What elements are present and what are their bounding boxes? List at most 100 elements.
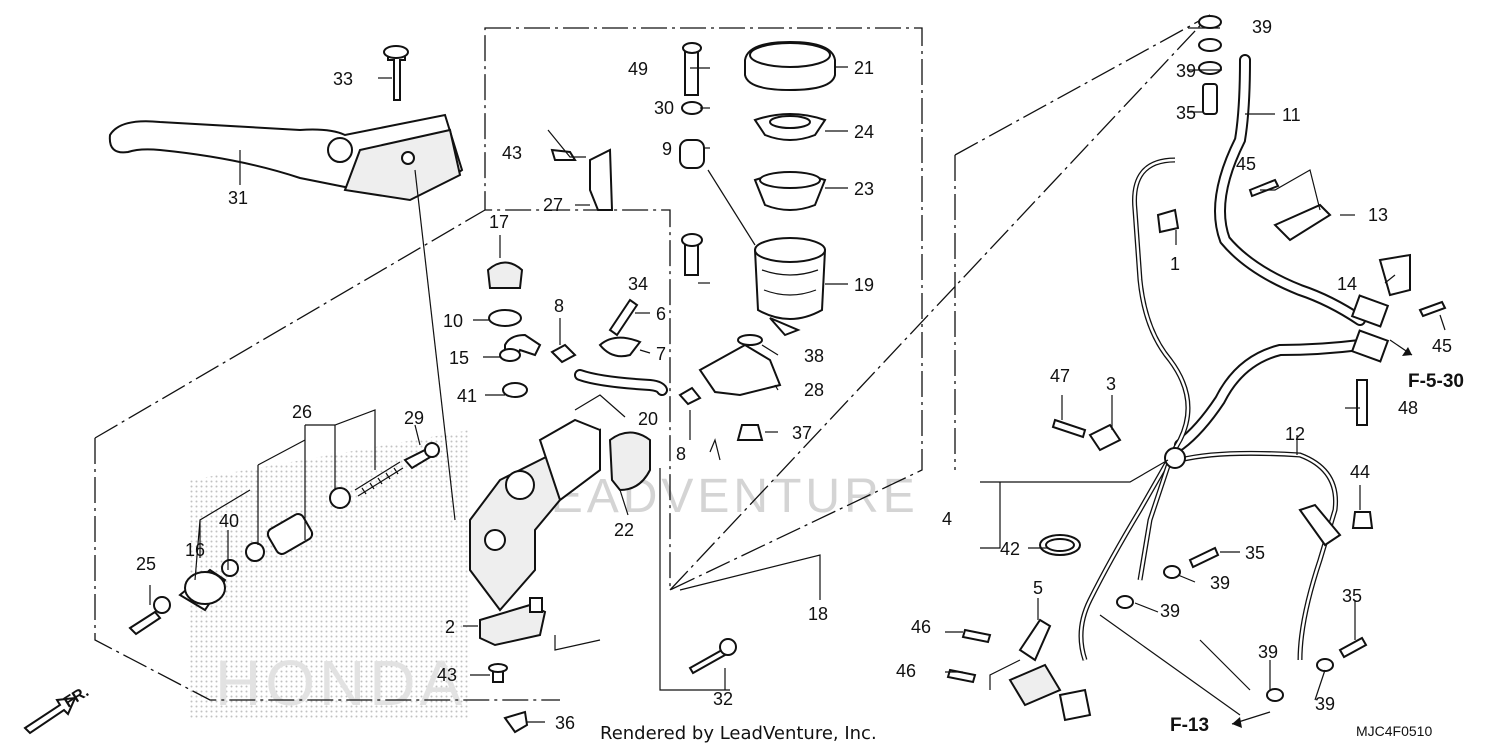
ref-arrow-f530 bbox=[1389, 339, 1413, 356]
upper-brake-hose bbox=[1214, 54, 1366, 326]
ref-label-f530: F-5-30 bbox=[1408, 371, 1464, 392]
callout-6: 6 bbox=[656, 304, 666, 324]
brake-pipes bbox=[1137, 450, 1339, 661]
callout-3: 3 bbox=[1106, 374, 1116, 394]
bracket-27 bbox=[550, 148, 614, 211]
joint-pipe bbox=[499, 333, 542, 362]
holder-bolt bbox=[688, 638, 737, 675]
callout-17: 17 bbox=[489, 212, 509, 232]
brake-lever bbox=[108, 113, 464, 202]
plate bbox=[753, 113, 827, 141]
callout-7: 7 bbox=[656, 344, 666, 364]
callout-32: 32 bbox=[713, 689, 733, 709]
brand-watermark-text: HONDA bbox=[215, 647, 466, 719]
callout-1: 1 bbox=[1170, 254, 1180, 274]
callout-18: 18 bbox=[808, 604, 828, 624]
group-frames bbox=[94, 14, 1211, 701]
callout-2: 2 bbox=[445, 617, 455, 637]
callout-4: 4 bbox=[942, 509, 952, 529]
stay bbox=[698, 343, 782, 397]
callout-28: 28 bbox=[804, 380, 824, 400]
callout-31: 31 bbox=[228, 188, 248, 208]
reservoir-tank bbox=[753, 237, 827, 337]
callout-labels: 1 2 3 4 5 6 7 8 8 8 9 10 11 12 13 14 15 … bbox=[136, 17, 1464, 736]
callout-35-c: 35 bbox=[1342, 586, 1362, 606]
piston-set bbox=[178, 442, 440, 612]
callout-45-a: 45 bbox=[1236, 154, 1256, 174]
fasteners-right bbox=[946, 15, 1447, 702]
brand-watermark: HONDA bbox=[190, 430, 470, 720]
callout-15: 15 bbox=[449, 348, 469, 368]
callout-20: 20 bbox=[638, 409, 658, 429]
callout-44: 44 bbox=[1350, 462, 1370, 482]
abs-sensor-wire bbox=[1078, 157, 1191, 661]
master-cylinder-body bbox=[469, 418, 601, 612]
callout-35-a: 35 bbox=[1176, 103, 1196, 123]
callout-29: 29 bbox=[404, 408, 424, 428]
circlip bbox=[488, 309, 522, 327]
callout-14: 14 bbox=[1337, 274, 1357, 294]
boot bbox=[486, 261, 524, 289]
ref-arrow-f13 bbox=[1231, 711, 1271, 728]
callout-5: 5 bbox=[1033, 578, 1043, 598]
callout-34: 34 bbox=[628, 274, 648, 294]
callout-9: 9 bbox=[662, 139, 672, 159]
callout-23: 23 bbox=[854, 179, 874, 199]
callout-22: 22 bbox=[614, 520, 634, 540]
callout-36: 36 bbox=[555, 713, 575, 733]
callout-26: 26 bbox=[292, 402, 312, 422]
callout-19: 19 bbox=[854, 275, 874, 295]
callout-45-b: 45 bbox=[1432, 336, 1452, 356]
callout-39-b: 39 bbox=[1176, 61, 1196, 81]
reservoir-hose bbox=[574, 369, 668, 396]
screw-43-lower bbox=[488, 663, 508, 683]
lower-brake-hose bbox=[1174, 339, 1366, 451]
callout-13: 13 bbox=[1368, 205, 1388, 225]
callout-46-a: 46 bbox=[911, 617, 931, 637]
callout-27: 27 bbox=[543, 195, 563, 215]
callout-39-c: 39 bbox=[1210, 573, 1230, 593]
callout-30: 30 bbox=[654, 98, 674, 118]
callout-8-b: 8 bbox=[676, 444, 686, 464]
callout-42: 42 bbox=[1000, 539, 1020, 559]
callout-8-a: 8 bbox=[554, 296, 564, 316]
sensor-stay bbox=[1008, 618, 1092, 722]
ref-label-f13: F-13 bbox=[1170, 715, 1209, 736]
hose-joints bbox=[1156, 203, 1411, 547]
o-ring bbox=[502, 382, 528, 398]
caption: Rendered by LeadVenture, Inc. bbox=[600, 723, 877, 744]
callout-40: 40 bbox=[219, 511, 239, 531]
pushrod bbox=[128, 596, 171, 636]
front-arrow: FR. bbox=[23, 683, 92, 735]
callout-39-e: 39 bbox=[1258, 642, 1278, 662]
diaphragm bbox=[753, 171, 827, 211]
switch bbox=[479, 597, 547, 647]
callout-49: 49 bbox=[628, 59, 648, 79]
small-bolts bbox=[679, 42, 764, 441]
reservoir-cap bbox=[744, 40, 836, 92]
callout-21: 21 bbox=[854, 58, 874, 78]
callout-39-f: 39 bbox=[1315, 694, 1335, 714]
hose-clamp-42 bbox=[1039, 534, 1081, 556]
callout-11: 11 bbox=[1282, 105, 1301, 125]
joint-3-way bbox=[1088, 423, 1186, 469]
diagram-code: MJC4F0510 bbox=[1356, 723, 1432, 739]
callout-16: 16 bbox=[185, 540, 205, 560]
clamp-holder bbox=[608, 431, 651, 492]
callout-24: 24 bbox=[854, 122, 874, 142]
bleeder bbox=[598, 298, 642, 358]
callout-12: 12 bbox=[1285, 424, 1305, 444]
callout-39-a: 39 bbox=[1252, 17, 1272, 37]
callout-47: 47 bbox=[1050, 366, 1070, 386]
callout-38: 38 bbox=[804, 346, 824, 366]
leader-lines bbox=[149, 27, 1446, 723]
callout-46-b: 46 bbox=[896, 661, 916, 681]
callout-48: 48 bbox=[1398, 398, 1418, 418]
callout-43-a: 43 bbox=[502, 143, 522, 163]
callout-41: 41 bbox=[457, 386, 477, 406]
nut-36 bbox=[503, 710, 529, 734]
callout-43-b: 43 bbox=[437, 665, 457, 685]
callout-35-b: 35 bbox=[1245, 543, 1265, 563]
hose-clips bbox=[550, 343, 702, 406]
